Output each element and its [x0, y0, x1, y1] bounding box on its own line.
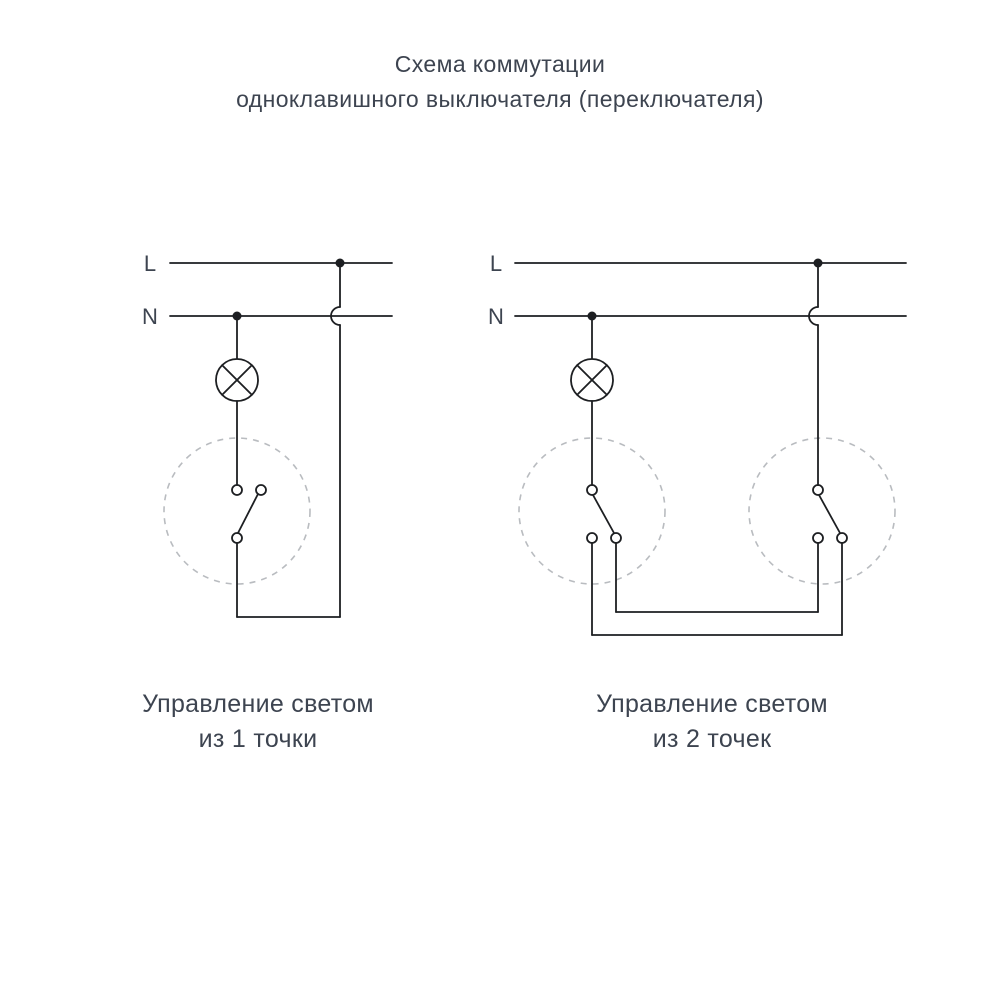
switch-terminal [836, 532, 848, 544]
switch-terminal [255, 484, 267, 496]
switch-terminal [586, 532, 598, 544]
dashed-boundary-circle [518, 437, 666, 585]
switch-terminal [231, 484, 243, 496]
switch-contact-blade [818, 494, 841, 534]
page-title-line1: Схема коммутации [395, 51, 605, 77]
switch-terminal [586, 484, 598, 496]
switch-contact-blade [237, 493, 259, 534]
neutral-label: N [142, 304, 158, 329]
caption-line1: Управление светом [142, 690, 374, 718]
phase-label: L [144, 251, 156, 276]
caption-line2: из 1 точки [199, 725, 318, 753]
lamp-icon [215, 358, 259, 402]
switch-terminal [812, 532, 824, 544]
diagram-single-point: L N [142, 251, 393, 753]
switch-symbol-two-way-left [586, 484, 622, 544]
switch-symbol-two-way-right [812, 484, 848, 544]
caption-line1: Управление светом [596, 690, 828, 718]
phase-label: L [490, 251, 502, 276]
neutral-label: N [488, 304, 504, 329]
page-title-line2: одноклавишного выключателя (переключател… [236, 86, 764, 112]
switch-contact-blade [592, 494, 615, 534]
switch-terminal [231, 532, 243, 544]
switch-terminal [610, 532, 622, 544]
dashed-boundary-circle [748, 437, 896, 585]
diagram-two-point: L N [488, 251, 907, 753]
switch-terminal [812, 484, 824, 496]
wire-hop [808, 306, 819, 326]
caption-line2: из 2 точек [653, 725, 772, 753]
lamp-icon [570, 358, 614, 402]
dashed-boundary-circle [163, 437, 311, 585]
wire-hop [330, 306, 341, 326]
switch-symbol-one-way [231, 484, 267, 544]
